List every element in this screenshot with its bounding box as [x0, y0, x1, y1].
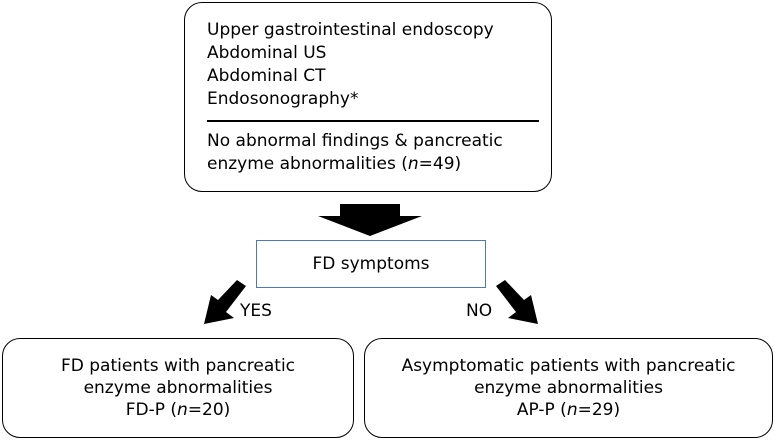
ap-p-box: Asymptomatic patients with pancreatic en…	[364, 338, 773, 438]
finding-line-2: enzyme abnormalities (n=49)	[207, 153, 531, 176]
ap-p-prefix: AP-P (	[516, 400, 567, 420]
yes-label: YES	[240, 301, 272, 321]
ap-p-line-2: enzyme abnormalities	[474, 378, 663, 398]
fd-symptoms-label: FD symptoms	[312, 254, 430, 274]
down-arrow-icon	[318, 204, 422, 236]
ap-p-line-1: Asymptomatic patients with pancreatic	[401, 356, 736, 376]
finding-prefix: enzyme abnormalities (	[207, 154, 408, 174]
fd-p-line-1: FD patients with pancreatic	[60, 356, 296, 376]
ap-p-line-3: AP-P (n=29)	[517, 399, 620, 421]
finding-n-symbol: n	[407, 154, 419, 174]
method-abdominal-us: Abdominal US	[207, 43, 327, 63]
ap-p-count: =29)	[577, 400, 621, 420]
fd-p-prefix: FD-P (	[125, 400, 177, 420]
divider-line	[207, 120, 539, 122]
method-endoscopy: Upper gastrointestinal endoscopy	[207, 20, 494, 40]
no-arrow-icon	[496, 280, 538, 324]
finding-count: =49)	[418, 154, 462, 174]
method-abdominal-ct: Abdominal CT	[207, 66, 326, 86]
fd-symptoms-box: FD symptoms	[256, 240, 486, 288]
fd-p-count: =20)	[187, 400, 231, 420]
method-endosonography: Endosonography*	[207, 89, 359, 109]
no-label: NO	[466, 301, 493, 321]
ap-p-n-symbol: n	[566, 400, 578, 420]
fd-p-line-2: enzyme abnormalities	[83, 378, 273, 398]
fd-p-line-3: FD-P (n=20)	[126, 399, 231, 421]
examination-box: Upper gastrointestinal endoscopy Abdomin…	[184, 2, 552, 192]
fd-p-n-symbol: n	[177, 400, 188, 420]
yes-arrow-icon	[204, 280, 246, 324]
fd-p-box: FD patients with pancreatic enzyme abnor…	[2, 338, 354, 438]
finding-line-1: No abnormal findings & pancreatic	[207, 131, 503, 151]
